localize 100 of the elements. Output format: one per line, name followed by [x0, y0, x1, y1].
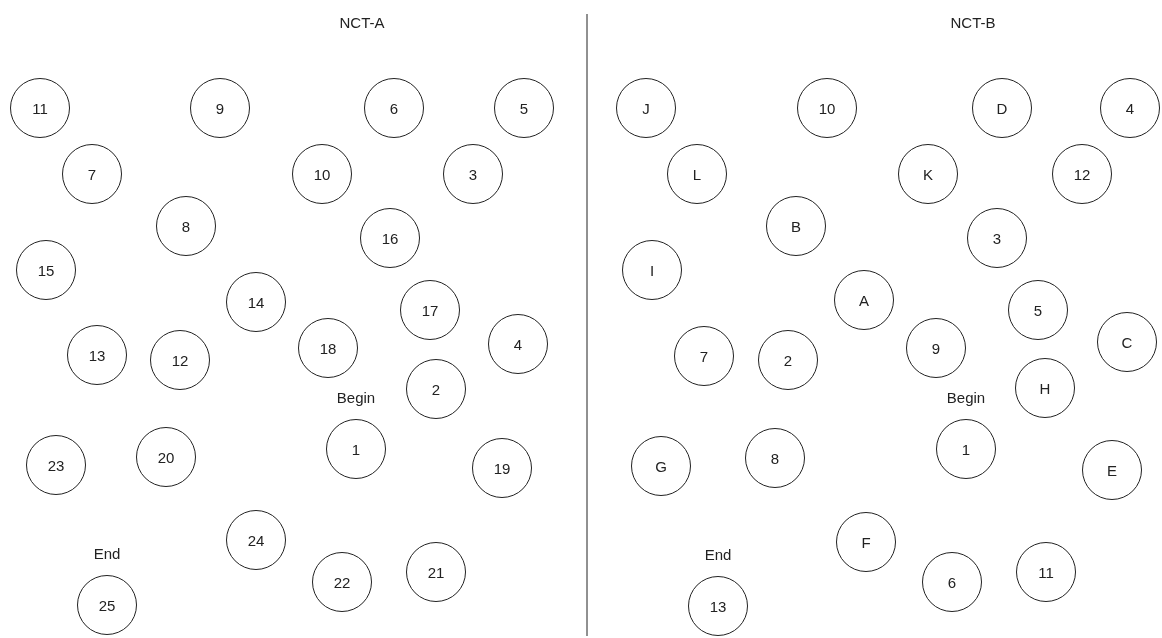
circle-node: [488, 314, 548, 374]
node-number: 13: [709, 597, 727, 615]
circle-node: [16, 240, 76, 300]
node-number: 24: [247, 531, 265, 549]
circle-node: [406, 542, 466, 602]
node-number: 6: [947, 573, 957, 591]
node-number: 8: [770, 449, 780, 467]
circle-node: [758, 330, 818, 390]
circle-node: [972, 78, 1032, 138]
circle-node: [797, 78, 857, 138]
circle-node: [136, 427, 196, 487]
node-number: 13: [88, 346, 106, 364]
circle-node: [674, 326, 734, 386]
node-number: 14: [247, 293, 265, 311]
node-number: H: [1039, 379, 1051, 397]
panel-title: NCT-B: [950, 14, 996, 31]
node-number: K: [923, 165, 933, 183]
node-number: E: [1107, 461, 1117, 479]
node-number: L: [692, 165, 702, 183]
circle-node: [472, 438, 532, 498]
node-number: 23: [47, 456, 65, 474]
circle-node: [622, 240, 682, 300]
circle-node: [150, 330, 210, 390]
node-number: 10: [818, 99, 836, 117]
node-number: 10: [313, 165, 331, 183]
node-number: 12: [171, 351, 189, 369]
node-number: 3: [992, 229, 1002, 247]
circle-node: [326, 419, 386, 479]
node-number: 2: [431, 380, 441, 398]
circle-node: [1015, 358, 1075, 418]
node-number: 5: [519, 99, 529, 117]
node-number: C: [1121, 333, 1133, 351]
circle-node: [616, 78, 676, 138]
node-number: 17: [421, 301, 439, 319]
node-number: 7: [87, 165, 97, 183]
circle-node: [1016, 542, 1076, 602]
node-number: G: [655, 457, 667, 475]
node-number: 9: [931, 339, 941, 357]
circle-node: [443, 144, 503, 204]
circle-node: [226, 510, 286, 570]
node-number: 1: [351, 440, 361, 458]
node-number: 11: [32, 99, 48, 117]
node-number: 5: [1033, 301, 1043, 319]
node-number: 7: [699, 347, 709, 365]
circle-node: [156, 196, 216, 256]
circle-node: [922, 552, 982, 612]
circle-node: [898, 144, 958, 204]
circle-node: [766, 196, 826, 256]
node-caption: End: [93, 545, 121, 562]
circle-node: [631, 436, 691, 496]
node-caption: End: [704, 546, 732, 563]
circle-node: [190, 78, 250, 138]
node-number: I: [649, 261, 655, 279]
node-number: J: [642, 99, 650, 117]
node-number: 16: [381, 229, 399, 247]
circle-node: [1052, 144, 1112, 204]
circle-node: [400, 280, 460, 340]
node-caption: Begin: [946, 389, 986, 406]
node-number: 20: [157, 448, 175, 466]
node-number: 6: [389, 99, 399, 117]
circle-node: [226, 272, 286, 332]
node-number: 9: [215, 99, 225, 117]
circle-node: [667, 144, 727, 204]
node-number: A: [859, 291, 869, 309]
node-number: D: [996, 99, 1008, 117]
node-caption: Begin: [336, 389, 376, 406]
node-number: B: [791, 217, 801, 235]
circle-node: [292, 144, 352, 204]
circle-node: [312, 552, 372, 612]
node-number: 2: [783, 351, 793, 369]
circle-node: [1097, 312, 1157, 372]
node-number: 4: [1125, 99, 1135, 117]
node-number: 4: [513, 335, 523, 353]
node-number: 1: [961, 440, 971, 458]
circle-node: [745, 428, 805, 488]
node-number: 12: [1073, 165, 1091, 183]
node-number: 22: [333, 573, 351, 591]
circle-node: [936, 419, 996, 479]
node-number: 21: [427, 563, 445, 581]
circle-node: [1082, 440, 1142, 500]
circle-node: [10, 78, 70, 138]
circle-node: [1008, 280, 1068, 340]
circle-node: [906, 318, 966, 378]
node-number: 25: [98, 596, 116, 614]
node-number: F: [861, 533, 871, 551]
circle-node: [688, 576, 748, 636]
circle-node: [364, 78, 424, 138]
node-number: 19: [493, 459, 511, 477]
panel-title: NCT-A: [339, 14, 385, 31]
circle-node: [836, 512, 896, 572]
circle-node: [494, 78, 554, 138]
circle-node: [298, 318, 358, 378]
node-number: 11: [1038, 563, 1054, 581]
node-number: 3: [468, 165, 478, 183]
circle-node: [67, 325, 127, 385]
circle-node: [62, 144, 122, 204]
circle-node: [360, 208, 420, 268]
circle-node: [406, 359, 466, 419]
node-number: 18: [319, 339, 337, 357]
node-number: 15: [37, 261, 55, 279]
